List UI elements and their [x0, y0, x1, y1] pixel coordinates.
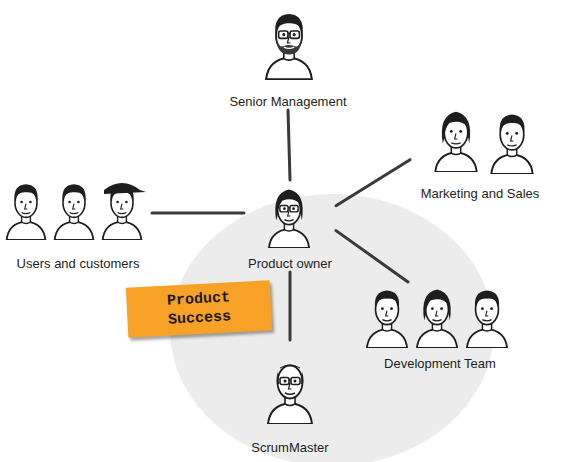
person-figure: [7, 183, 146, 240]
connector-line: [288, 110, 290, 180]
connector-line: [152, 212, 244, 215]
connector-line: [336, 231, 408, 282]
role-group: Product owner: [244, 180, 336, 272]
note-text: Product Success: [138, 287, 260, 331]
role-label: Development Team: [384, 356, 496, 372]
role-group: Users and customers: [4, 180, 152, 272]
sticky-note: Product Success: [126, 280, 272, 337]
role-label: Senior Management: [229, 94, 346, 110]
person-figure: [268, 365, 312, 424]
person-figure: [435, 112, 532, 174]
role-label: Users and customers: [17, 256, 140, 272]
role-group: Development Team: [360, 282, 520, 372]
role-label: ScrumMaster: [251, 440, 328, 456]
connector-line: [289, 272, 292, 340]
role-label: Marketing and Sales: [421, 186, 540, 202]
role-label: Product owner: [248, 256, 332, 272]
person-figure: [367, 289, 507, 348]
person-figure: [266, 14, 312, 80]
connector-line: [336, 160, 410, 206]
role-group: Senior Management: [218, 8, 358, 110]
person-figure: [269, 189, 309, 248]
role-group: Marketing and Sales: [410, 108, 550, 202]
role-group: ScrumMaster: [240, 340, 340, 456]
